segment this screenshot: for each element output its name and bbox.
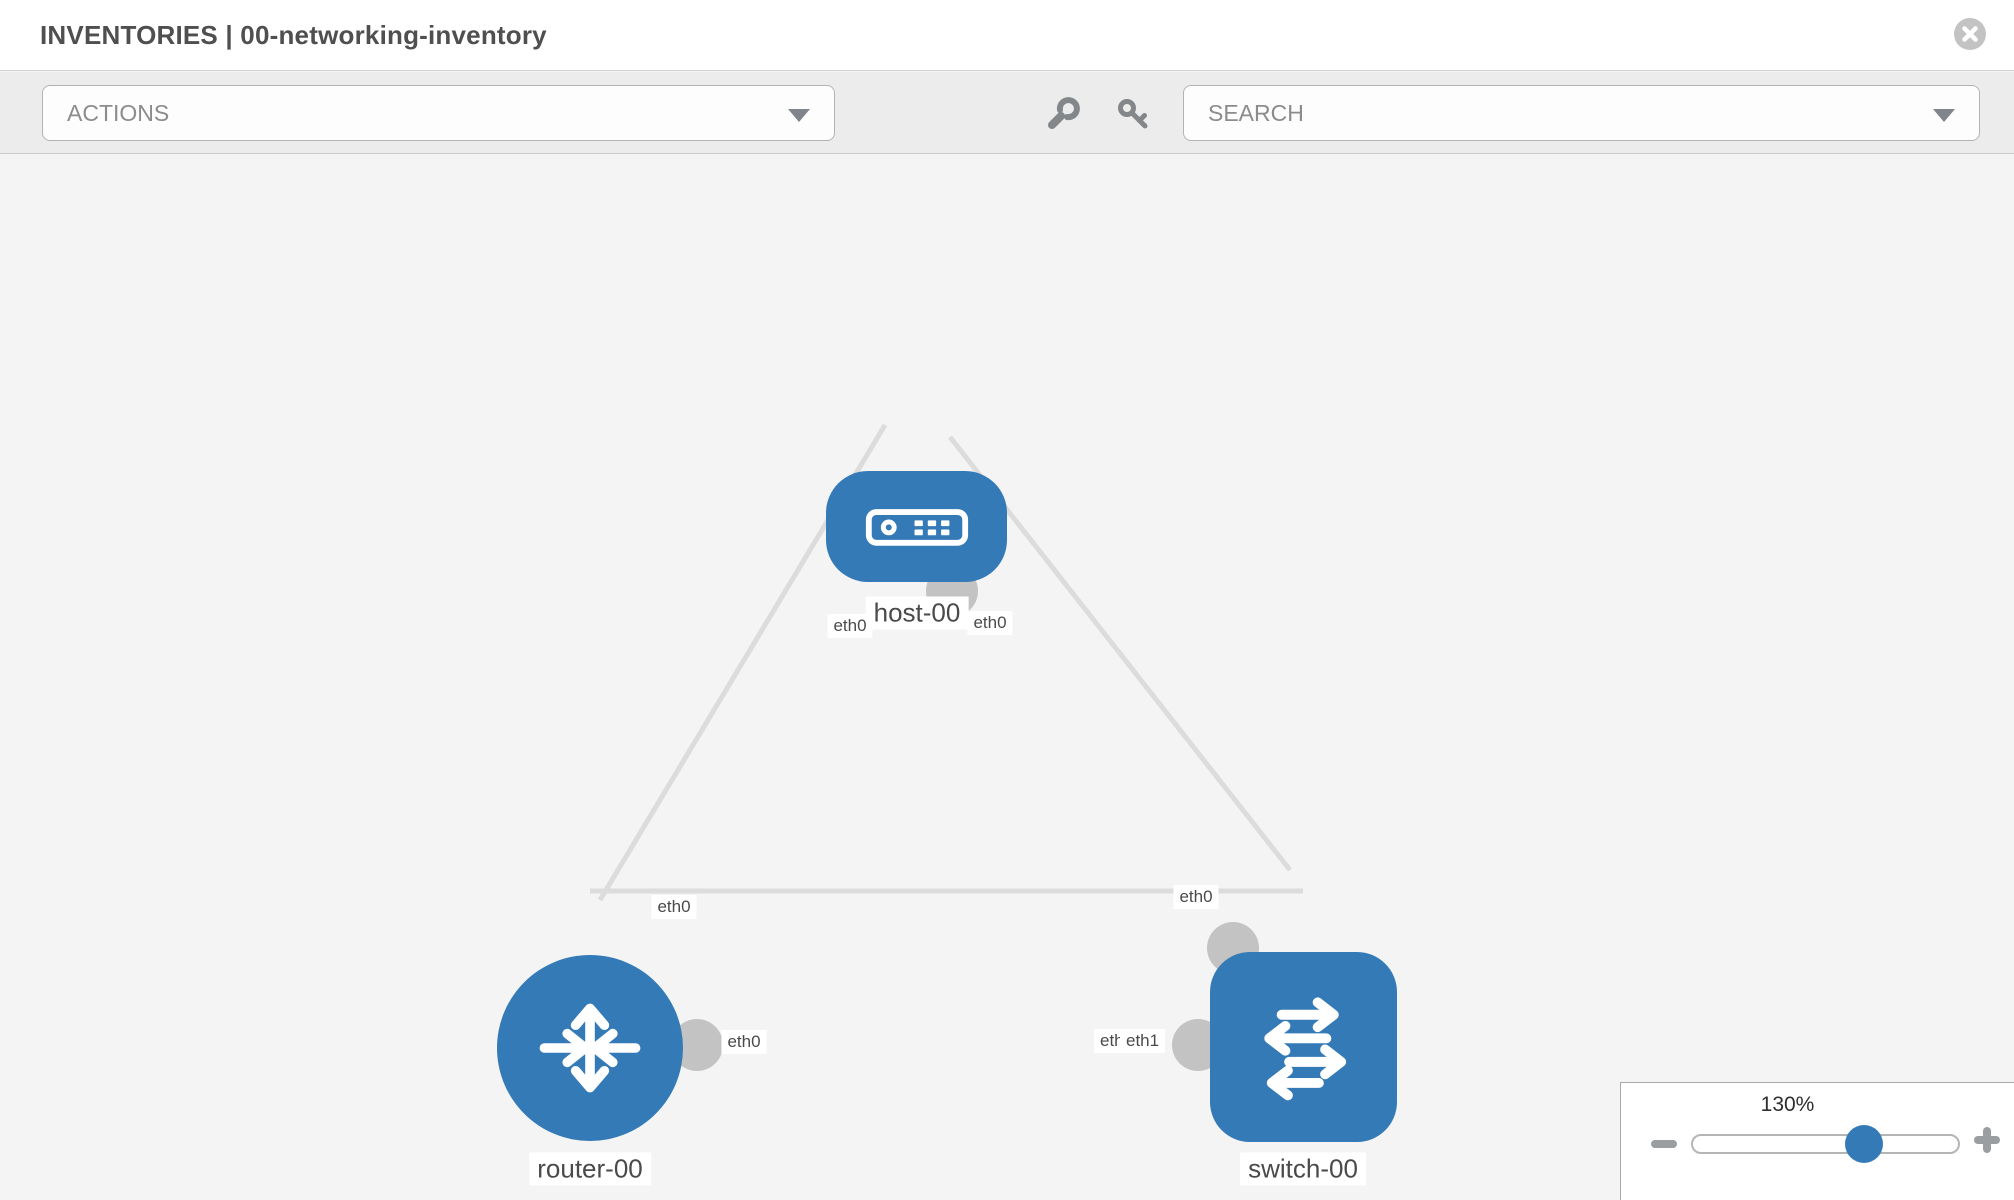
actions-dropdown[interactable]: ACTIONS: [42, 85, 835, 141]
caret-down-icon: [1933, 109, 1955, 122]
zoom-slider-thumb[interactable]: [1845, 1125, 1883, 1163]
close-button[interactable]: [1954, 18, 1986, 50]
tools-button[interactable]: [1043, 94, 1083, 134]
node-router-00[interactable]: [497, 955, 683, 1141]
node-switch-00[interactable]: [1210, 952, 1397, 1142]
zoom-out-button[interactable]: [1651, 1140, 1677, 1148]
toolbar: ACTIONS SEARCH: [0, 72, 2014, 154]
zoom-slider-track[interactable]: [1691, 1134, 1960, 1154]
interface-label-host-left: eth0: [827, 614, 873, 638]
switch-icon: [1263, 997, 1346, 1101]
actions-dropdown-label: ACTIONS: [67, 99, 170, 126]
router-icon: [539, 1003, 641, 1093]
topology-canvas[interactable]: host-00 router-00 switch-00 eth0 eth0 et…: [0, 155, 2014, 1200]
zoom-control-panel: 130%: [1620, 1082, 2014, 1200]
interface-label-router-top: eth0: [651, 895, 697, 919]
close-icon: [1962, 26, 1978, 42]
node-label-router: router-00: [529, 1152, 651, 1186]
node-label-host: host-00: [865, 596, 969, 630]
node-label-switch: switch-00: [1240, 1152, 1366, 1186]
host-icon: [865, 508, 968, 546]
interface-label-switch-left-front: eth1: [1120, 1029, 1166, 1053]
interface-label-switch-top: eth0: [1173, 885, 1219, 909]
zoom-in-button[interactable]: [1974, 1127, 2000, 1153]
search-dropdown-label: SEARCH: [1208, 99, 1304, 126]
search-dropdown[interactable]: SEARCH: [1183, 85, 1980, 141]
key-icon: [1118, 99, 1148, 129]
header: INVENTORIES | 00-networking-inventory: [0, 0, 2014, 71]
topology-links: [590, 423, 1303, 902]
interface-label-router-right: eth0: [721, 1030, 767, 1054]
page-title: INVENTORIES | 00-networking-inventory: [40, 20, 547, 50]
wrench-icon: [1048, 97, 1080, 129]
interface-label-host-right: eth0: [967, 611, 1013, 635]
node-host-00[interactable]: [826, 471, 1007, 582]
credentials-button[interactable]: [1113, 94, 1153, 134]
caret-down-icon: [788, 109, 810, 122]
zoom-level-value: 130%: [1760, 1093, 1815, 1116]
